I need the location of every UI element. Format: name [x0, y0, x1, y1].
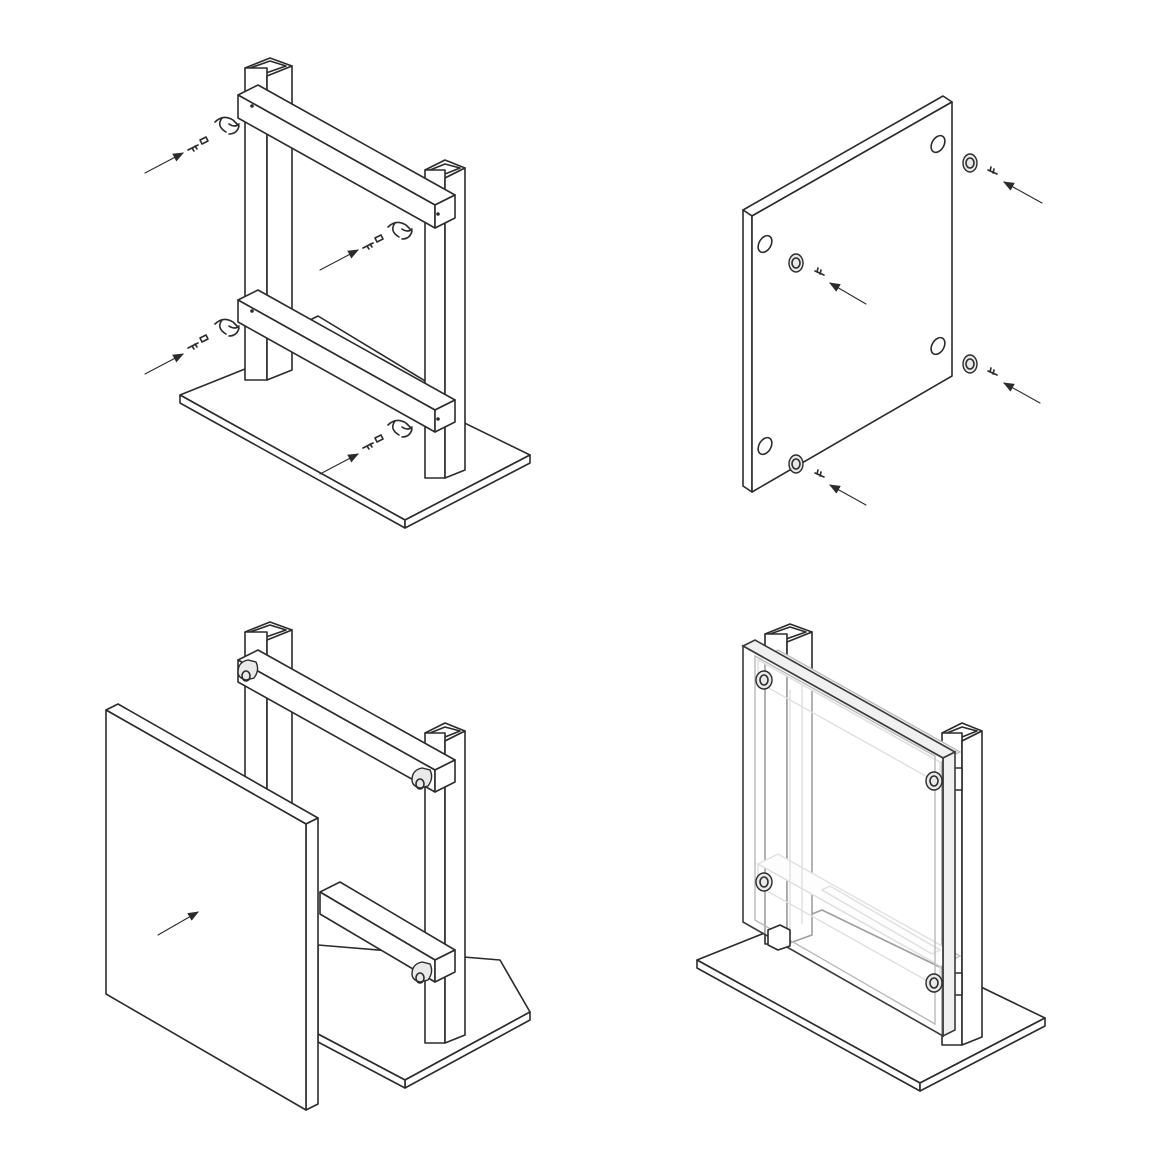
step-4-assembled-display: [696, 623, 1046, 1092]
top-crossbar: [237, 84, 456, 229]
direction-arrow: [144, 152, 359, 475]
acrylic-panel: [742, 95, 953, 493]
top-crossbar: [237, 649, 456, 793]
clamp-icon: [237, 659, 433, 984]
step-3-panel-onto-frame: [105, 621, 531, 1111]
direction-arrow: [829, 181, 1043, 506]
acrylic-panel: [105, 703, 319, 1111]
step-1-frame-with-clamps: [144, 57, 531, 529]
base-plate: [317, 944, 531, 1089]
base-rail: [767, 924, 791, 951]
screw-icon: [814, 166, 998, 478]
panel-hole: [757, 134, 946, 456]
clamp-icon: [214, 116, 413, 438]
bottom-crossbar: [319, 881, 456, 983]
screw-icon: [187, 136, 384, 450]
standoff-icon: [788, 153, 978, 474]
bottom-crossbar: [237, 289, 456, 433]
standoff-icon: [755, 670, 943, 993]
step-2-panel-with-standoffs: [742, 95, 1043, 506]
acrylic-panel: [741, 639, 957, 1038]
direction-arrow: [157, 911, 199, 936]
